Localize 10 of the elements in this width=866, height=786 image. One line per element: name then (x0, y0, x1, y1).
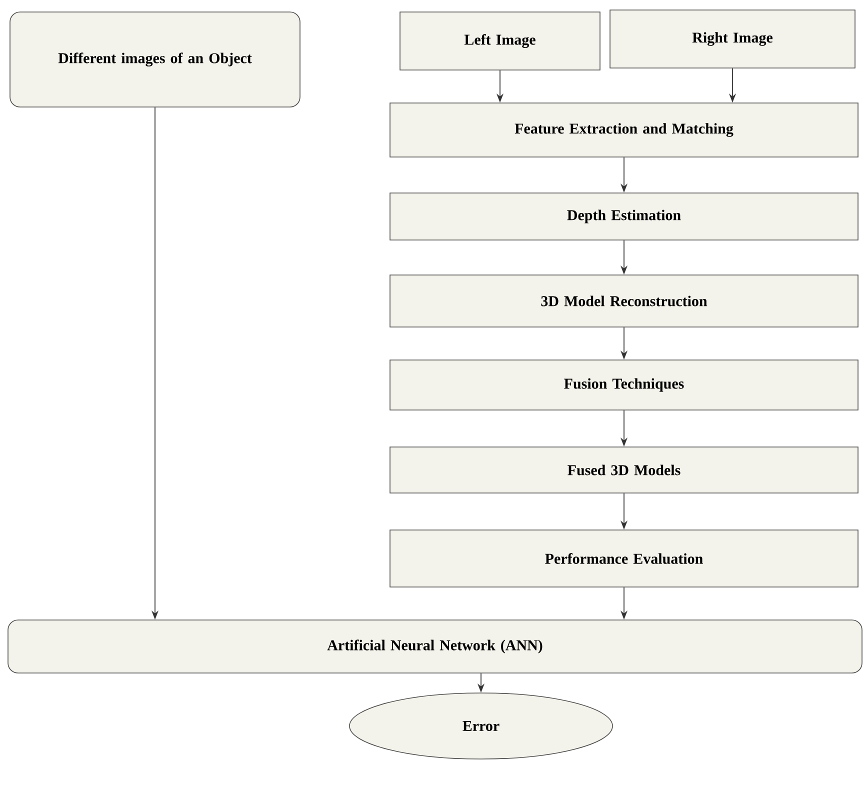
process-box: Left Image (400, 12, 600, 70)
process-box: Performance Evaluation (390, 530, 858, 588)
process-box: 3D Model Reconstruction (390, 274, 858, 328)
process-box: Feature Extraction and Matching (390, 102, 858, 158)
process-box: Fusion Techniques (390, 360, 858, 410)
process-box: Right Image (610, 10, 856, 68)
process-box: Depth Estimation (390, 192, 858, 240)
process-box: Fused 3D Models (390, 446, 858, 494)
process-box: Different images of an Object (10, 12, 300, 108)
process-box: Artificial Neural Network (ANN) (8, 620, 862, 674)
